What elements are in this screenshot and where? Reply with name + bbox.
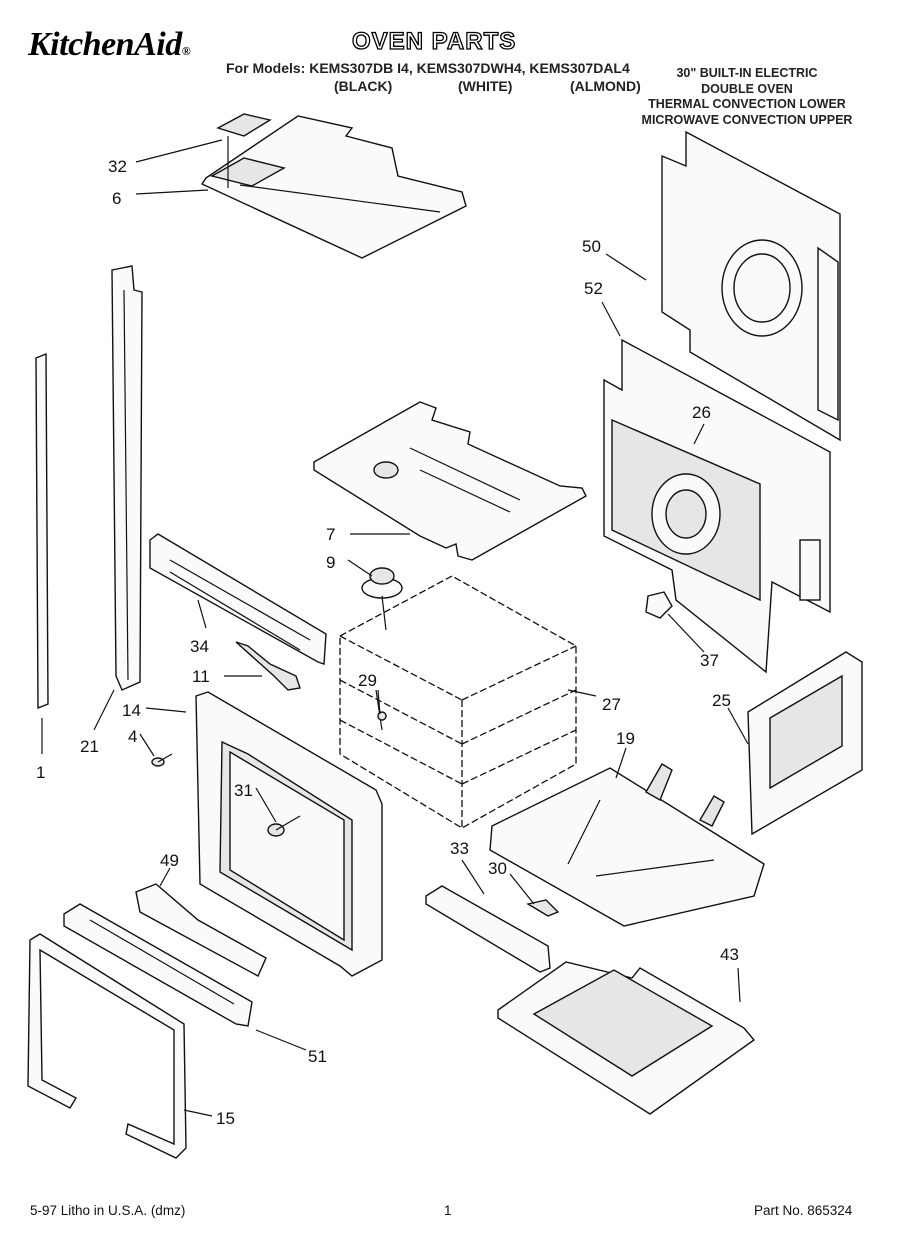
- footer-litho: 5-97 Litho in U.S.A. (dmz): [30, 1203, 186, 1218]
- part-37-fan-bracket: [645, 591, 673, 619]
- callout-29: 29: [358, 671, 377, 690]
- description-line: THERMAL CONVECTION LOWER: [648, 97, 846, 111]
- part-29-sensor: [375, 689, 387, 731]
- appliance-description: 30" BUILT-IN ELECTRIC DOUBLE OVEN THERMA…: [612, 66, 882, 128]
- part-4-screw: [151, 753, 173, 767]
- part-34-vent-grille: [149, 533, 327, 665]
- part-21-side-trim: [111, 265, 143, 691]
- description-line: MICROWAVE CONVECTION UPPER: [641, 112, 853, 127]
- part-49-lower-trim: [135, 883, 267, 977]
- callout-30: 30: [488, 859, 507, 878]
- part-33-support-rail: [425, 885, 551, 973]
- callout-15: 15: [216, 1109, 235, 1128]
- footer-page-number: 1: [444, 1203, 452, 1218]
- footer-part-number: Part No. 865324: [754, 1203, 853, 1218]
- callout-14: 14: [122, 701, 141, 720]
- part-14-front-frame: [195, 691, 383, 977]
- part-30-clip: [526, 899, 560, 917]
- part-7-oven-top: [313, 401, 587, 561]
- callout-25: 25: [712, 691, 731, 710]
- description-line: DOUBLE OVEN: [701, 81, 793, 96]
- part-6-top-cover: [200, 115, 467, 259]
- callout-7: 7: [326, 525, 335, 544]
- callout-33: 33: [450, 839, 469, 858]
- callout-1: 1: [36, 763, 45, 782]
- callout-43: 43: [720, 945, 739, 964]
- callout-21: 21: [80, 737, 99, 756]
- callout-26: 26: [692, 403, 711, 422]
- callout-19: 19: [616, 729, 635, 748]
- color-black: (BLACK): [334, 78, 393, 94]
- callout-50: 50: [582, 237, 601, 256]
- brand-registered-mark: ®: [181, 44, 191, 58]
- callout-49: 49: [160, 851, 179, 870]
- part-1-trim-strip: [35, 352, 49, 710]
- models-line: For Models: KEMS307DB I4, KEMS307DWH4, K…: [226, 60, 630, 76]
- part-43-drip-pan: [497, 961, 756, 1115]
- part-32-bracket: [216, 113, 272, 188]
- callout-27: 27: [602, 695, 621, 714]
- callout-6: 6: [112, 189, 121, 208]
- part-25-side-vent: [747, 651, 863, 836]
- part-27-oven-cavity: [339, 575, 577, 829]
- color-almond: (ALMOND): [570, 78, 641, 94]
- callout-52: 52: [584, 279, 603, 298]
- part-19-bottom-tray: [489, 763, 765, 927]
- callout-34: 34: [190, 637, 209, 656]
- color-white: (WHITE): [458, 78, 513, 94]
- part-31-lamp-socket: [267, 815, 301, 837]
- callout-11: 11: [192, 667, 210, 686]
- callout-4: 4: [128, 727, 137, 746]
- part-9-thermostat: [361, 567, 403, 631]
- brand-name: KitchenAid: [28, 26, 182, 63]
- part-15-door-gasket: [27, 933, 187, 1159]
- callout-labels: 32 6 50 52 26 7 9 34 11 37 29 27 25 14 4…: [36, 157, 739, 1128]
- description-line: 30" BUILT-IN ELECTRIC: [676, 66, 818, 80]
- part-52-inner-back: [603, 338, 831, 674]
- page-title: OVEN PARTS: [351, 27, 517, 55]
- part-11-switch: [235, 641, 301, 691]
- callout-31: 31: [234, 781, 253, 800]
- callout-32: 32: [108, 157, 127, 176]
- part-50-rear-panel: [661, 130, 841, 442]
- callout-9: 9: [326, 553, 335, 572]
- brand-logo: KitchenAid®: [28, 26, 191, 64]
- callout-leaders: [41, 139, 749, 1117]
- callout-51: 51: [308, 1047, 327, 1066]
- part-51-vent-trim: [63, 903, 253, 1027]
- callout-37: 37: [700, 651, 719, 670]
